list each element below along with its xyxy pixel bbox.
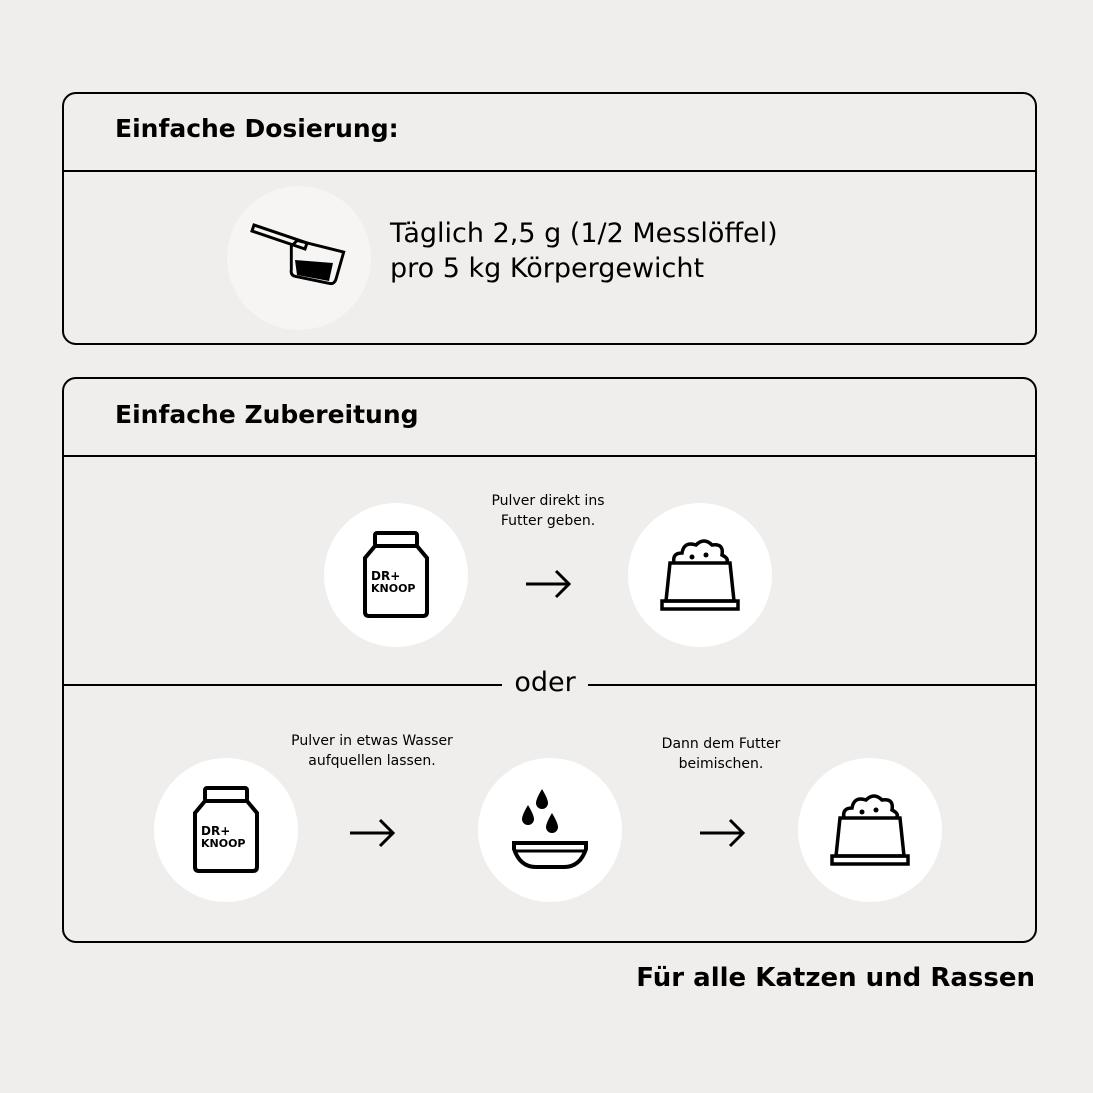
product-circle: DR+ KNOOP <box>324 503 468 647</box>
food-bowl-icon <box>660 539 740 611</box>
footer-tagline: Für alle Katzen und Rassen <box>636 963 1035 993</box>
step-caption: Pulver in etwas Wasser aufquellen lassen. <box>272 731 472 771</box>
food-bowl-circle <box>798 758 942 902</box>
dosing-title: Einfache Dosierung: <box>115 114 399 143</box>
caption-line: aufquellen lassen. <box>308 753 436 769</box>
dosing-text-1: Täglich 2,5 g (1/2 Messlöffel) <box>390 218 778 249</box>
caption-line: Dann dem Futter <box>661 736 781 752</box>
scoop-circle <box>227 186 371 330</box>
dosing-text-2: pro 5 kg Körpergewicht <box>390 253 705 284</box>
prep-title: Einfache Zubereitung <box>115 400 419 429</box>
caption-line: Pulver in etwas Wasser <box>291 733 453 749</box>
divider <box>64 170 1035 172</box>
water-bowl-icon <box>512 789 588 869</box>
divider <box>64 455 1035 457</box>
measuring-scoop-icon <box>250 223 346 286</box>
arrow-right-icon <box>526 569 572 599</box>
food-bowl-icon <box>830 794 910 866</box>
brand-text: DR+ <box>201 824 230 838</box>
caption-line: Futter geben. <box>500 513 596 529</box>
caption-line: beimischen. <box>678 756 764 772</box>
product-jar-icon: DR+ KNOOP <box>193 786 259 873</box>
arrow-right-icon <box>700 818 746 848</box>
or-label: oder <box>502 667 588 698</box>
prep-card: Einfache Zubereitung oder <box>62 377 1037 943</box>
product-circle: DR+ KNOOP <box>154 758 298 902</box>
food-bowl-circle <box>628 503 772 647</box>
caption-line: Pulver direkt ins <box>491 493 605 509</box>
dosing-card: Einfache Dosierung: Täglich 2,5 g (1/2 M… <box>62 92 1037 345</box>
brand-text: KNOOP <box>371 582 416 595</box>
step-caption: Dann dem Futter beimischen. <box>621 734 821 774</box>
brand-text: KNOOP <box>201 837 246 850</box>
product-jar-icon: DR+ KNOOP <box>363 531 429 618</box>
water-bowl-circle <box>478 758 622 902</box>
arrow-right-icon <box>350 818 396 848</box>
brand-text: DR+ <box>371 569 400 583</box>
